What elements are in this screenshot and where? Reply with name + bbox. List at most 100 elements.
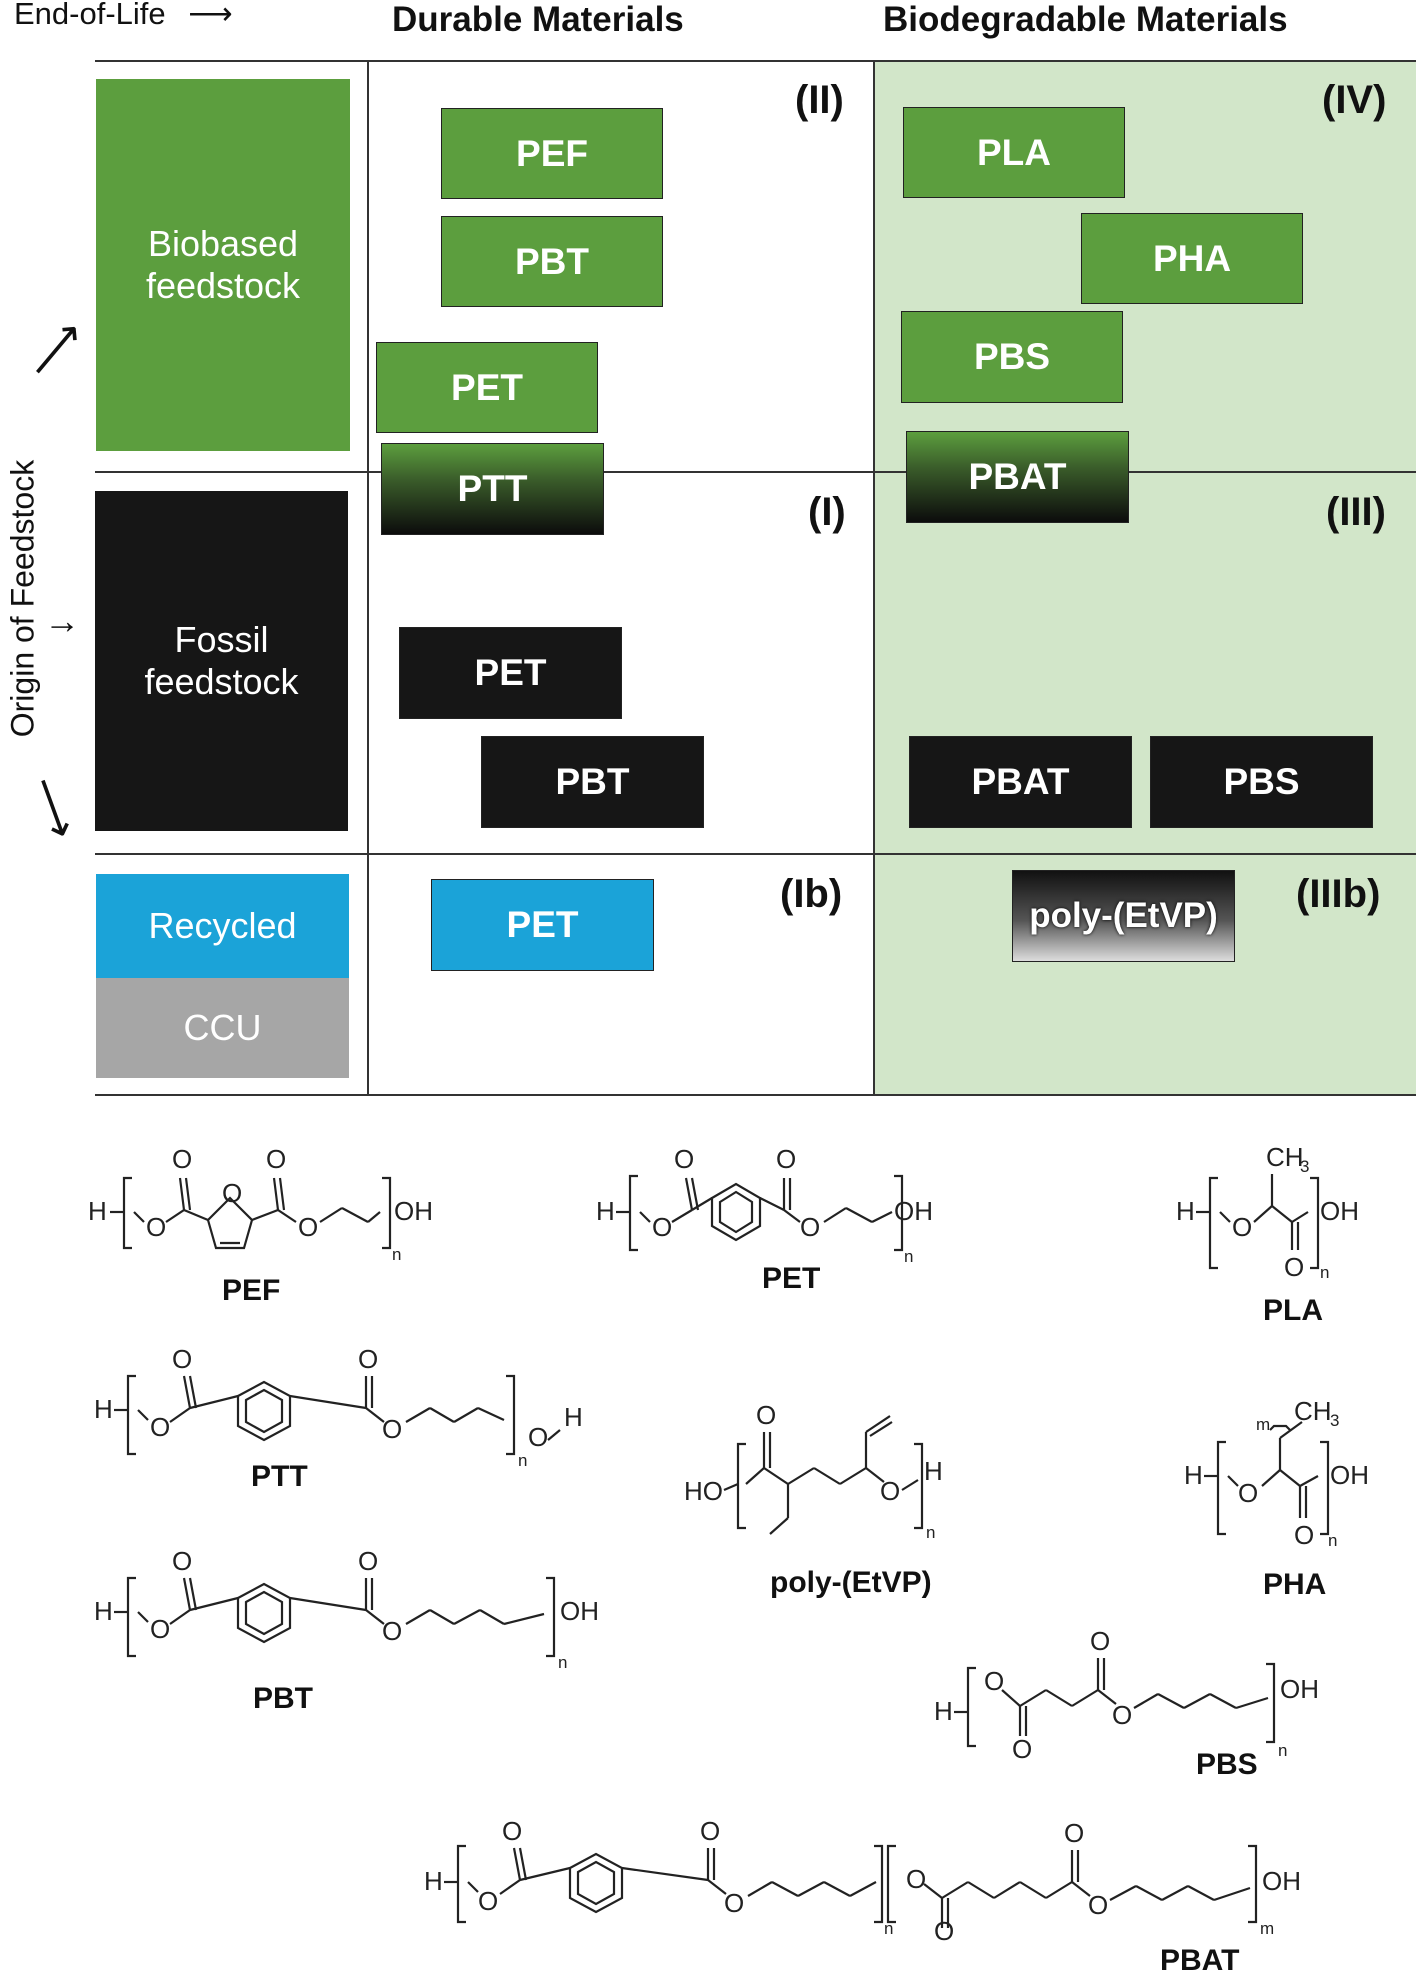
arrow-up-right-icon: ⟶ xyxy=(16,309,95,390)
pha-box: PHA xyxy=(1081,213,1303,304)
grid-line-col2 xyxy=(873,60,875,1095)
origin-of-feedstock-label: Origin of Feedstock xyxy=(4,459,41,738)
poly-etvp-box: poly-(EtVP) xyxy=(1012,870,1235,962)
pbt-structure: H O O O O n OH xyxy=(94,1546,599,1672)
svg-text:n: n xyxy=(1278,1741,1287,1760)
svg-text:O: O xyxy=(478,1886,498,1916)
svg-text:O: O xyxy=(528,1422,548,1452)
svg-text:n: n xyxy=(518,1451,527,1470)
svg-text:O: O xyxy=(984,1666,1004,1696)
recycled-label: Recycled xyxy=(148,905,297,946)
svg-text:O: O xyxy=(652,1212,672,1242)
ptt-box: PTT xyxy=(381,443,604,535)
svg-text:H: H xyxy=(924,1456,943,1486)
svg-text:n: n xyxy=(392,1245,401,1264)
pet-fossil-box: PET xyxy=(399,627,622,719)
svg-text:O: O xyxy=(502,1816,522,1846)
svg-text:O: O xyxy=(150,1412,170,1442)
quadrant-label-ib: (Ib) xyxy=(780,872,843,916)
svg-text:O: O xyxy=(880,1476,900,1506)
pbs-fossil-box: PBS xyxy=(1150,736,1373,828)
svg-text:O: O xyxy=(298,1212,318,1242)
grid-line-bottom xyxy=(95,1094,1416,1096)
svg-text:H: H xyxy=(94,1596,113,1626)
grid-line-row1 xyxy=(95,471,1416,473)
fossil-feedstock-block: Fossil feedstock xyxy=(95,491,348,831)
quadrant-label-ii: (II) xyxy=(795,78,844,122)
biodegradable-materials-header: Biodegradable Materials xyxy=(883,0,1288,39)
svg-text:H: H xyxy=(934,1696,953,1726)
svg-text:n: n xyxy=(1320,1263,1329,1282)
svg-text:O: O xyxy=(934,1916,954,1946)
fossil-label: Fossil feedstock xyxy=(144,619,299,702)
pef-box: PEF xyxy=(441,108,663,199)
svg-text:OH: OH xyxy=(1330,1460,1369,1490)
arrow-right-icon: → xyxy=(44,600,80,641)
svg-text:m: m xyxy=(1260,1919,1274,1938)
pbat-bio-box: PBAT xyxy=(906,431,1129,523)
svg-text:O: O xyxy=(700,1816,720,1846)
svg-text:O: O xyxy=(146,1212,166,1242)
svg-text:O: O xyxy=(1090,1626,1110,1656)
svg-text:O: O xyxy=(1112,1700,1132,1730)
svg-text:n: n xyxy=(558,1653,567,1672)
svg-text:HO: HO xyxy=(684,1476,723,1506)
svg-text:O: O xyxy=(150,1614,170,1644)
pha-structure: H O CH 3 m O n OH xyxy=(1184,1396,1369,1550)
svg-text:OH: OH xyxy=(394,1196,433,1226)
pbt-structure-label: PBT xyxy=(253,1682,313,1715)
svg-text:O: O xyxy=(674,1144,694,1174)
svg-text:OH: OH xyxy=(894,1196,933,1226)
biobased-feedstock-block: Biobased feedstock xyxy=(96,79,350,451)
pbt-bio-box: PBT xyxy=(441,216,663,307)
pef-structure: H O O O O O n OH xyxy=(88,1144,433,1264)
svg-text:H: H xyxy=(424,1866,443,1896)
svg-text:O: O xyxy=(1284,1252,1304,1282)
svg-text:m: m xyxy=(1256,1415,1270,1434)
svg-text:OH: OH xyxy=(560,1596,599,1626)
svg-text:O: O xyxy=(222,1178,242,1208)
svg-text:H: H xyxy=(88,1196,107,1226)
svg-text:O: O xyxy=(800,1212,820,1242)
svg-text:O: O xyxy=(1238,1478,1258,1508)
pet-structure: H O O O O n OH xyxy=(596,1144,933,1266)
svg-text:n: n xyxy=(926,1523,935,1542)
quadrant-label-iii: (III) xyxy=(1326,490,1386,534)
quadrant-label-iiib: (IIIb) xyxy=(1296,872,1381,916)
svg-text:H: H xyxy=(596,1196,615,1226)
pla-structure-label: PLA xyxy=(1263,1294,1323,1327)
arrow-right-icon: ⟶ xyxy=(188,0,233,31)
svg-text:n: n xyxy=(884,1919,893,1938)
pla-structure: H O CH 3 O n OH xyxy=(1176,1142,1359,1282)
svg-text:O: O xyxy=(172,1344,192,1374)
biobased-label: Biobased feedstock xyxy=(145,223,301,306)
pet-recycled-box: PET xyxy=(431,879,654,971)
recycled-block: Recycled xyxy=(96,874,349,978)
svg-text:n: n xyxy=(904,1247,913,1266)
ptt-structure-label: PTT xyxy=(251,1460,308,1493)
svg-text:H: H xyxy=(94,1394,113,1424)
grid-line-row2 xyxy=(95,853,1416,855)
pla-box: PLA xyxy=(903,107,1125,198)
quadrant-label-iv: (IV) xyxy=(1322,78,1387,122)
svg-text:O: O xyxy=(906,1864,926,1894)
ccu-block: CCU xyxy=(96,978,349,1078)
end-of-life-label: End-of-Life ⟶ xyxy=(14,0,233,32)
svg-text:O: O xyxy=(1294,1520,1314,1550)
pet-structure-label: PET xyxy=(762,1262,821,1295)
svg-text:CH: CH xyxy=(1266,1142,1304,1172)
ccu-label: CCU xyxy=(183,1007,262,1048)
ptt-structure: H O O O O n O H xyxy=(94,1344,583,1470)
grid-line-top xyxy=(95,60,1416,62)
pet-bio-box: PET xyxy=(376,342,598,433)
pbat-fossil-box: PBAT xyxy=(909,736,1132,828)
durable-materials-header: Durable Materials xyxy=(392,0,684,39)
svg-text:O: O xyxy=(776,1144,796,1174)
svg-text:O: O xyxy=(172,1144,192,1174)
svg-text:O: O xyxy=(1064,1818,1084,1848)
svg-text:H: H xyxy=(1184,1460,1203,1490)
svg-text:H: H xyxy=(564,1402,583,1432)
svg-text:OH: OH xyxy=(1280,1674,1319,1704)
quadrant-label-i: (I) xyxy=(808,490,846,534)
pef-structure-label: PEF xyxy=(222,1274,281,1307)
